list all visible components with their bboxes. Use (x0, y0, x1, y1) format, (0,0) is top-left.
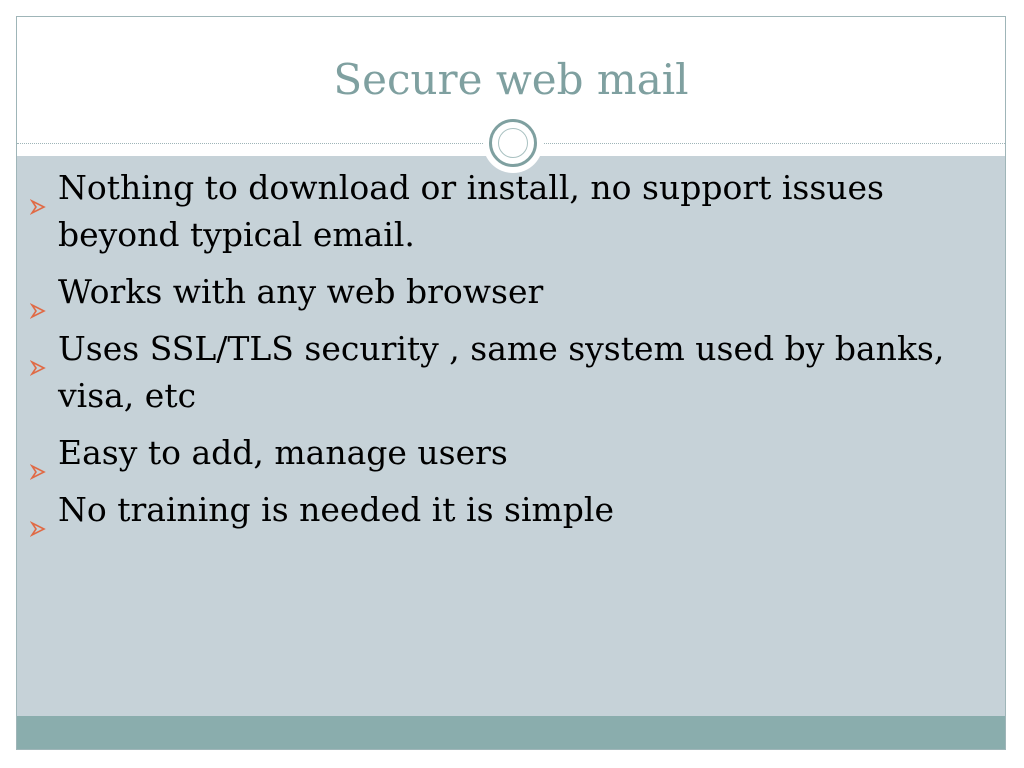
bullet-item: Uses SSL/TLS security , same system used… (29, 325, 950, 419)
bullet-text: Works with any web browser (58, 272, 544, 311)
bullet-text: Uses SSL/TLS security , same system used… (58, 329, 945, 415)
arrowhead-bullet-icon (29, 341, 46, 377)
bullet-text: No training is needed it is simple (58, 490, 615, 529)
bullet-text: Easy to add, manage users (58, 433, 508, 472)
circle-ornament-icon (483, 113, 543, 173)
bullet-item: Works with any web browser (29, 268, 950, 320)
bullet-list: Nothing to download or install, no suppo… (29, 164, 950, 543)
arrowhead-bullet-icon (29, 502, 46, 538)
content-area (17, 156, 1005, 716)
arrowhead-bullet-icon (29, 180, 46, 216)
bullet-text: Nothing to download or install, no suppo… (58, 168, 884, 254)
bullet-item: Nothing to download or install, no suppo… (29, 164, 950, 258)
bullet-item: No training is needed it is simple (29, 486, 950, 538)
arrowhead-bullet-icon (29, 284, 46, 320)
slide-title: Secure web mail (333, 55, 689, 104)
slide: Secure web mail (16, 16, 1006, 750)
footer-band (17, 716, 1005, 749)
arrowhead-bullet-icon (29, 445, 46, 481)
ornament-inner-ring (498, 128, 528, 158)
ornament-ring (489, 119, 537, 167)
bullet-item: Easy to add, manage users (29, 429, 950, 481)
